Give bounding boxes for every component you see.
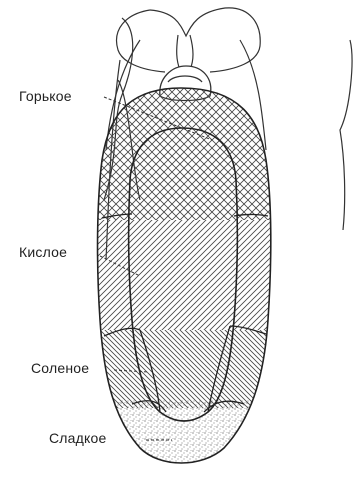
zone-sour — [90, 220, 280, 330]
label-salty: Соленое — [31, 360, 89, 376]
zone-bitter — [90, 80, 280, 220]
label-sour: Кислое — [19, 244, 67, 260]
label-bitter: Горькое — [19, 88, 72, 104]
zone-salty — [90, 330, 280, 408]
tongue-zones — [90, 80, 280, 480]
label-sweet: Сладкое — [49, 430, 107, 446]
